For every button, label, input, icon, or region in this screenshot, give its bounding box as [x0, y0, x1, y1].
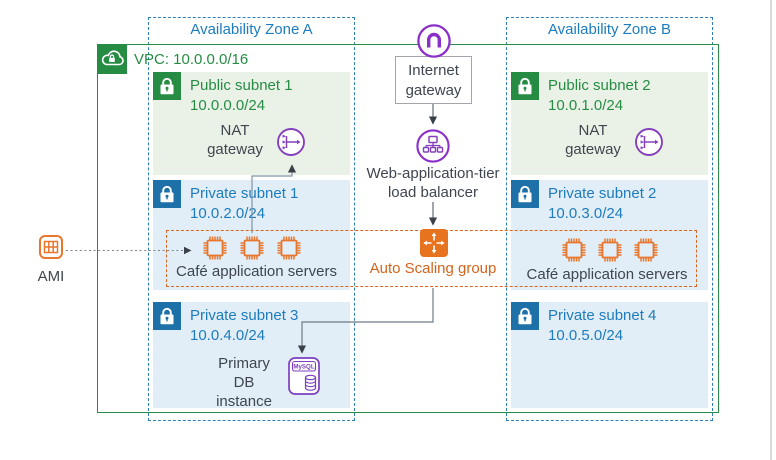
load-balancer-label: Web-application-tier load balancer [366, 165, 500, 201]
private-subnet-4-box [511, 302, 708, 408]
mysql-db-icon: MySQL [288, 357, 320, 395]
cafe-servers-label: Café application servers [176, 263, 337, 280]
availability-zone-b-label: Availability Zone B [547, 21, 672, 38]
private-subnet-1-label: Private subnet 1 10.0.2.0/24 [190, 184, 298, 224]
subnet-cidr: 10.0.3.0/24 [548, 205, 624, 222]
availability-zone-b-boundary [506, 17, 713, 421]
subnet-name: Public subnet 1 [190, 77, 293, 94]
vpc-label: VPC: 10.0.0.0/16 [134, 51, 249, 68]
primary-db-label: Primary DB instance [216, 355, 272, 410]
subnet-name: Private subnet 3 [190, 307, 299, 324]
lock-icon [153, 302, 181, 330]
subnet-cidr: 10.0.0.0/24 [190, 97, 266, 114]
subnet-cidr: 10.0.2.0/24 [190, 205, 266, 222]
subnet-name: Public subnet 2 [548, 77, 651, 94]
auto-scaling-group-label: Auto Scaling group [369, 260, 497, 277]
private-subnet-2-box [511, 180, 708, 290]
ec2-chip-icon [596, 236, 624, 264]
availability-zone-a-boundary [148, 17, 355, 421]
ec2-chip-icon [201, 234, 229, 262]
ec2-chip-icon [275, 234, 303, 262]
nat-gateway-icon [634, 127, 664, 157]
nat-gateway-label: NAT gateway [565, 122, 621, 158]
vpc-cloud-icon [97, 44, 127, 74]
subnet-cidr: 10.0.1.0/24 [548, 97, 624, 114]
internet-gateway-icon [416, 23, 452, 59]
lock-icon [511, 72, 539, 100]
private-subnet-4-label: Private subnet 4 10.0.5.0/24 [548, 306, 656, 346]
ec2-chip-icon [632, 236, 660, 264]
ec2-chip-icon [560, 236, 588, 264]
internet-gateway-label: Internet gateway [395, 56, 472, 104]
public-subnet-1-label: Public subnet 1 10.0.0.0/24 [190, 76, 293, 116]
nat-gateway-label: NAT gateway [207, 122, 263, 158]
subnet-name: Private subnet 2 [548, 185, 657, 202]
public-subnet-2-box [511, 72, 708, 175]
public-subnet-1-box [153, 72, 350, 175]
lock-icon [511, 302, 539, 330]
availability-zone-a-label: Availability Zone A [190, 21, 313, 38]
subnet-cidr: 10.0.4.0/24 [190, 327, 266, 344]
subnet-name: Private subnet 1 [190, 185, 299, 202]
content-pane-edge [770, 0, 772, 460]
mysql-label: MySQL [293, 363, 315, 370]
ami-icon [37, 233, 65, 261]
lock-icon [511, 180, 539, 208]
lock-icon [153, 180, 181, 208]
subnet-name: Private subnet 4 [548, 307, 657, 324]
cafe-servers-label: Café application servers [526, 266, 688, 283]
ami-label: AMI [37, 268, 65, 285]
private-subnet-2-label: Private subnet 2 10.0.3.0/24 [548, 184, 656, 224]
private-subnet-3-label: Private subnet 3 10.0.4.0/24 [190, 306, 298, 346]
nat-gateway-icon [276, 127, 306, 157]
subnet-cidr: 10.0.5.0/24 [548, 327, 624, 344]
auto-scaling-icon [420, 229, 448, 257]
load-balancer-icon [415, 128, 451, 164]
lock-icon [153, 72, 181, 100]
public-subnet-2-label: Public subnet 2 10.0.1.0/24 [548, 76, 651, 116]
ec2-chip-icon [238, 234, 266, 262]
vpc-boundary [97, 44, 719, 413]
